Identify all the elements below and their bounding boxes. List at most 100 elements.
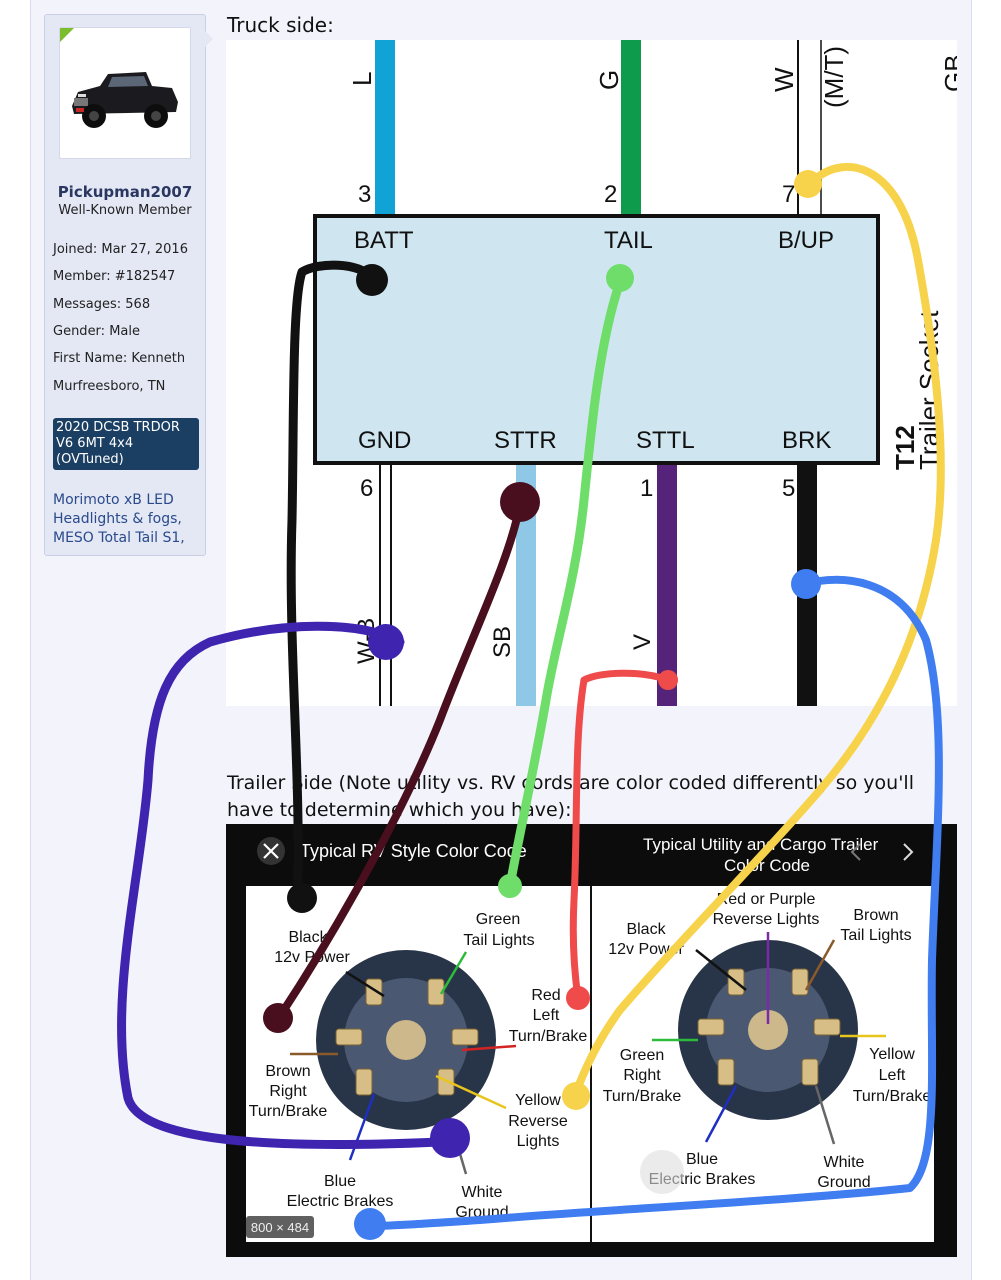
- stat-value[interactable]: 568: [125, 297, 151, 312]
- pin-number-bottom: 1: [640, 475, 653, 502]
- terminal-batt: BATT: [354, 227, 414, 254]
- rv-red-label: Red: [531, 987, 560, 1004]
- rv-black-label: 12v Power: [274, 949, 350, 966]
- wire-g: [621, 40, 641, 216]
- user-card: Pickupman2007 Well-Known Member Joined: …: [44, 14, 213, 556]
- user-card-pointer: [203, 29, 213, 49]
- wire-sb: [516, 465, 536, 706]
- rv-red-label: Left: [533, 1007, 560, 1024]
- stat-label: First Name:: [53, 351, 128, 366]
- pin-number-top: 2: [604, 181, 617, 208]
- stat-value: Mar 27, 2016: [101, 242, 188, 257]
- utility-redpurple-label: Red or Purple: [717, 891, 816, 908]
- wire-label-gb: GB: [939, 54, 957, 92]
- size-badge: 800 × 484: [251, 1220, 309, 1235]
- utility-black-label: Black: [626, 921, 666, 938]
- signature-line: Headlights & fogs,: [53, 511, 182, 527]
- prev-arrow-icon: [850, 843, 861, 861]
- wire-label-mt: (M/T): [819, 46, 849, 108]
- signature-line: Morimoto xB LED: [53, 492, 174, 508]
- utility-brown-label: Brown: [853, 907, 898, 924]
- touch-indicator-icon: [640, 1150, 684, 1194]
- utility-plug-face: [678, 940, 858, 1120]
- terminal-tail: TAIL: [604, 227, 653, 254]
- pin-number-top: 7: [782, 181, 795, 208]
- utility-white-label: White: [824, 1154, 865, 1171]
- utility-yellow-label: Left: [879, 1067, 906, 1084]
- terminal-sttr: STTR: [494, 427, 557, 454]
- vehicle-line: 2020 DCSB TRDOR: [56, 420, 180, 435]
- vehicle-line: V6 6MT 4x4: [56, 436, 134, 451]
- next-arrow-icon: [903, 843, 914, 861]
- utility-yellow-label: Yellow: [869, 1046, 915, 1063]
- stat-value: Kenneth: [131, 351, 186, 366]
- stat-value: Male: [109, 324, 140, 339]
- stat-first-name: First Name: Kenneth: [53, 351, 185, 366]
- utility-green-label: Green: [620, 1047, 664, 1064]
- wire-label-sb: SB: [489, 626, 516, 658]
- wire-l: [375, 40, 395, 216]
- terminal-brk: BRK: [782, 427, 831, 454]
- truck-side-heading: Truck side:: [227, 13, 334, 37]
- rv-blue-label: Electric Brakes: [287, 1193, 394, 1210]
- avatar[interactable]: [59, 27, 191, 159]
- wire-label-w: W: [769, 67, 799, 92]
- rv-title: Typical RV Style Color Code: [300, 841, 527, 861]
- rv-brown-label: Brown: [265, 1063, 310, 1080]
- utility-yellow-label: Turn/Brake: [853, 1088, 932, 1105]
- close-icon: [257, 837, 285, 865]
- truck-avatar-image: [60, 28, 190, 158]
- username[interactable]: Pickupman2007: [57, 183, 193, 201]
- stat-label: Messages:: [53, 297, 122, 312]
- stat-gender: Gender: Male: [53, 324, 140, 339]
- wire-label-l: L: [347, 72, 377, 86]
- stat-label: Joined:: [53, 242, 98, 257]
- utility-brown-label: Tail Lights: [840, 927, 911, 944]
- wire-v: [657, 465, 677, 706]
- utility-blue-label: Blue: [686, 1151, 718, 1168]
- trailer-side-line: Trailer Side (Note utility vs. RV cords …: [227, 772, 914, 794]
- rv-black-label: Black: [288, 929, 328, 946]
- trailer-plug-gallery[interactable]: Typical RV Style Color Code Typical Util…: [226, 824, 957, 1257]
- online-indicator: [60, 28, 74, 42]
- rv-brown-label: Right: [269, 1083, 307, 1100]
- rv-blue-label: Blue: [324, 1173, 356, 1190]
- pin-number-top: 3: [358, 181, 371, 208]
- stat-joined: Joined: Mar 27, 2016: [53, 242, 188, 257]
- rv-yellow-label: Yellow: [515, 1092, 561, 1109]
- wire-label-g: G: [594, 70, 624, 90]
- stat-member: Member: #182547: [53, 269, 175, 284]
- stat-label: Member:: [53, 269, 111, 284]
- rv-green-label: Green: [476, 911, 520, 928]
- utility-title-1: Typical Utility and Cargo Trailer: [643, 835, 879, 854]
- utility-redpurple-label: Reverse Lights: [713, 911, 820, 928]
- stat-messages: Messages: 568: [53, 297, 150, 312]
- user-title: Well-Known Member: [58, 203, 192, 218]
- stat-value: Murfreesboro, TN: [53, 379, 166, 394]
- rv-yellow-label: Lights: [517, 1133, 560, 1150]
- stat-value: #182547: [114, 269, 176, 284]
- utility-green-label: Turn/Brake: [603, 1088, 682, 1105]
- terminal-bup: B/UP: [778, 227, 834, 254]
- pin-number-bottom: 6: [360, 475, 373, 502]
- utility-white-label: Ground: [817, 1174, 870, 1191]
- vehicle-badge: 2020 DCSB TRDOR V6 6MT 4x4 (OVTuned): [53, 418, 199, 470]
- vehicle-line: (OVTuned): [56, 452, 124, 467]
- connector-code: T12: [890, 425, 920, 470]
- truck-wiring-diagram[interactable]: L G W (M/T) GB 3 2 7 BATT TAIL B/UP GND …: [226, 40, 957, 706]
- utility-green-label: Right: [623, 1067, 661, 1084]
- wire-label-v: V: [629, 634, 656, 650]
- stat-label: Gender:: [53, 324, 106, 339]
- pin-number-bottom: 5: [782, 475, 795, 502]
- terminal-sttl: STTL: [636, 427, 695, 454]
- signature-line: MESO Total Tail S1,: [53, 530, 185, 546]
- rv-yellow-label: Reverse: [508, 1113, 568, 1130]
- stat-location: Murfreesboro, TN: [53, 379, 165, 394]
- rv-brown-label: Turn/Brake: [249, 1103, 328, 1120]
- signature: Morimoto xB LED Headlights & fogs, MESO …: [53, 491, 203, 548]
- rv-plug-face: [316, 950, 496, 1130]
- terminal-gnd: GND: [358, 427, 411, 454]
- rv-green-label: Tail Lights: [463, 932, 534, 949]
- rv-red-label: Turn/Brake: [509, 1028, 588, 1045]
